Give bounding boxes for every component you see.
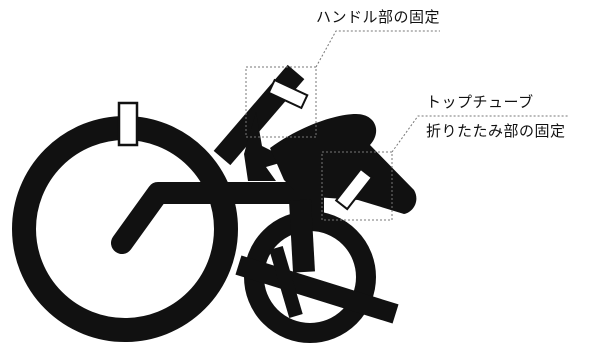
cross-bar: [235, 255, 399, 324]
crank-arm: [269, 246, 303, 318]
rear-wheel-strap: [117, 101, 139, 147]
top-tube-strap: [334, 167, 374, 211]
hinge-block: [244, 112, 290, 181]
top-tube-label-line2: 折りたたみ部の固定: [426, 122, 566, 140]
handle-leader-line: [315, 30, 440, 68]
top-tube-highlight-box: [321, 151, 393, 221]
top-tube-leader-line: [391, 115, 568, 153]
main-frame: [111, 182, 323, 254]
handle-fix-label: ハンドル部の固定: [316, 8, 441, 26]
handle-strap: [267, 78, 309, 110]
fork: [289, 199, 315, 273]
handle-highlight-box: [245, 66, 317, 138]
top-tube-label-line1: トップチューブ: [426, 93, 534, 111]
